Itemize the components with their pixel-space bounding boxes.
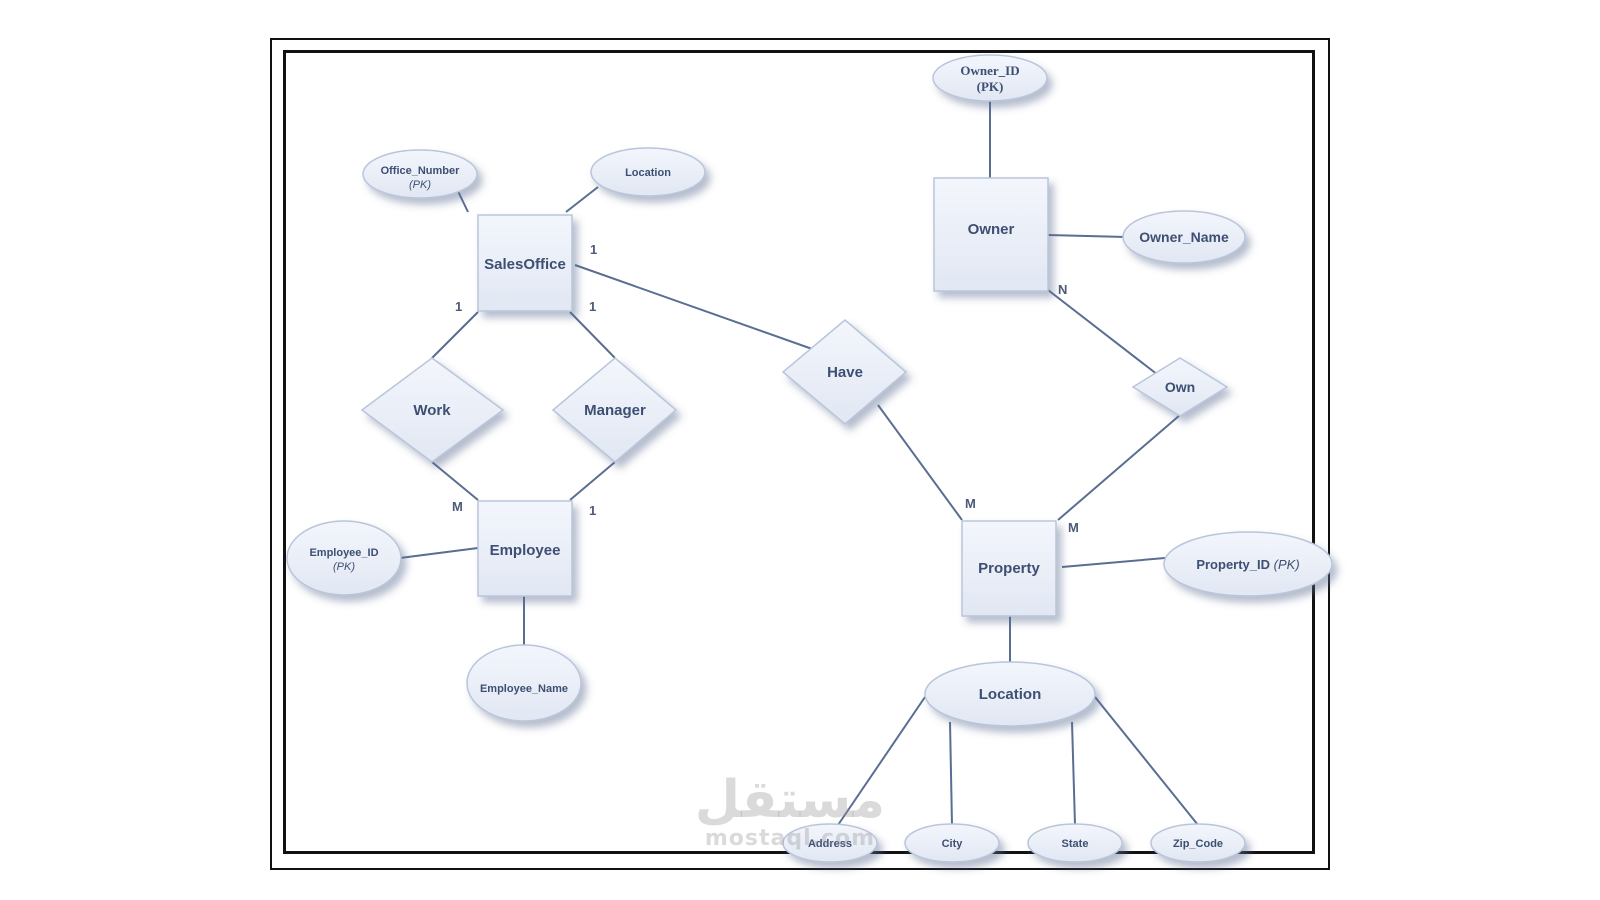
office-number-attribute[interactable]	[362, 149, 478, 199]
property-id-key: (PK)	[1274, 557, 1300, 572]
line-work-employee	[431, 461, 479, 501]
cardinality-property-own: M	[1068, 520, 1079, 535]
owner-entity[interactable]	[933, 177, 1049, 292]
cardinality-owner-own: N	[1058, 282, 1067, 297]
line-location-zipcode	[1094, 696, 1199, 826]
employee-name-attribute[interactable]	[466, 644, 582, 722]
property-location-label: Location	[979, 686, 1042, 703]
state-attribute[interactable]	[1027, 823, 1123, 863]
address-label: Address	[808, 838, 852, 850]
cardinality-salesoffice-have: 1	[590, 242, 597, 257]
have-relationship[interactable]	[781, 319, 908, 425]
cardinality-salesoffice-work: 1	[455, 299, 462, 314]
own-relationship[interactable]	[1131, 357, 1229, 417]
own-label: Own	[1165, 379, 1195, 395]
line-owner-ownername	[1047, 234, 1127, 238]
salesoffice-label: SalesOffice	[484, 256, 566, 273]
zip-code-label: Zip_Code	[1173, 838, 1223, 850]
employee-label: Employee	[490, 542, 561, 559]
office-location-label: Location	[625, 167, 671, 179]
zip-code-attribute[interactable]	[1150, 823, 1246, 863]
state-label: State	[1062, 838, 1089, 850]
cardinality-property-have: M	[965, 496, 976, 511]
city-attribute[interactable]	[904, 823, 1000, 863]
line-employeeid-employee	[399, 547, 479, 559]
owner-id-label: Owner_ID	[960, 63, 1019, 78]
property-id-name: Property_ID	[1196, 557, 1270, 572]
owner-label: Owner	[968, 221, 1015, 238]
work-relationship[interactable]	[360, 357, 505, 463]
office-number-label: Office_Number	[381, 165, 461, 177]
cardinality-employee-work: M	[452, 499, 463, 514]
owner-id-key: (PK)	[977, 79, 1004, 94]
owner-id-attribute[interactable]	[932, 54, 1048, 102]
property-entity[interactable]	[961, 520, 1057, 617]
line-owner-own	[1047, 289, 1159, 376]
employee-id-key: (PK)	[333, 561, 355, 573]
owner-name-label: Owner_Name	[1139, 229, 1229, 245]
address-attribute[interactable]	[782, 823, 878, 863]
line-property-propertyid	[1061, 557, 1166, 568]
line-location-salesoffice	[565, 186, 599, 213]
employee-id-attribute[interactable]	[286, 520, 402, 596]
manager-label: Manager	[584, 402, 646, 419]
office-number-key: (PK)	[409, 179, 431, 191]
line-salesoffice-manager	[569, 311, 616, 359]
line-salesoffice-have	[574, 264, 816, 351]
office-location-attribute[interactable]	[590, 147, 706, 197]
line-location-city	[949, 721, 953, 826]
employee-entity[interactable]	[477, 500, 573, 597]
employee-id-label: Employee_ID	[309, 547, 378, 559]
property-id-label: Property_ID (PK)	[1196, 557, 1299, 572]
line-location-address	[837, 696, 926, 826]
line-have-property	[877, 404, 963, 521]
property-label: Property	[978, 560, 1040, 577]
salesoffice-entity[interactable]	[477, 214, 573, 312]
line-own-property	[1057, 414, 1181, 521]
employee-name-label: Employee_Name	[480, 683, 568, 695]
cardinality-salesoffice-manager: 1	[589, 299, 596, 314]
line-salesoffice-work	[431, 311, 479, 359]
cardinality-employee-manager: 1	[589, 503, 596, 518]
line-manager-employee	[569, 461, 616, 501]
owner-name-attribute[interactable]	[1122, 210, 1246, 264]
manager-relationship[interactable]	[551, 357, 678, 463]
have-label: Have	[827, 364, 863, 381]
line-location-state	[1071, 721, 1076, 826]
outer-frame	[270, 38, 1330, 870]
property-id-attribute[interactable]	[1163, 531, 1333, 597]
city-label: City	[942, 838, 964, 850]
connector-lines	[399, 100, 1199, 826]
work-label: Work	[413, 402, 451, 419]
property-location-attribute[interactable]	[924, 661, 1096, 727]
